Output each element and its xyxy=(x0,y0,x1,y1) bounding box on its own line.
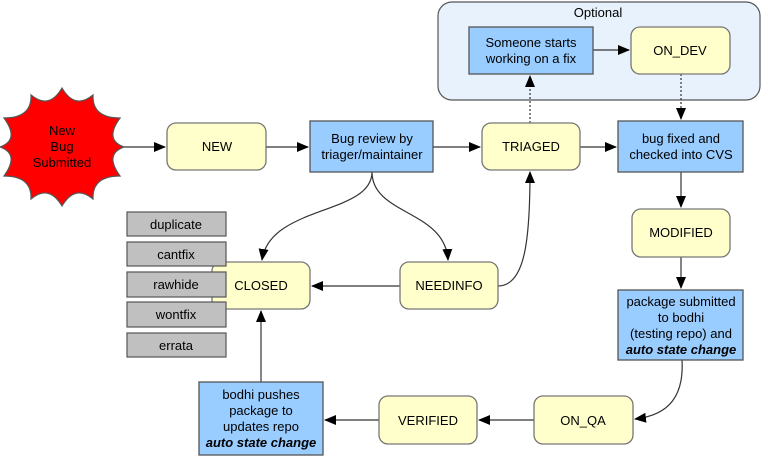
svg-text:New: New xyxy=(49,123,76,138)
svg-text:duplicate: duplicate xyxy=(150,217,202,232)
svg-text:working on a fix: working on a fix xyxy=(485,51,577,66)
svg-text:Bug review by: Bug review by xyxy=(331,131,413,146)
edges xyxy=(124,45,686,425)
state-modified[interactable]: MODIFIED xyxy=(631,208,731,258)
svg-text:to bodhi: to bodhi xyxy=(658,310,704,325)
svg-text:wontfix: wontfix xyxy=(155,307,197,322)
svg-text:triager/maintainer: triager/maintainer xyxy=(321,147,423,162)
svg-text:auto state change: auto state change xyxy=(206,435,317,450)
state-triaged[interactable]: TRIAGED xyxy=(481,122,581,171)
svg-text:rawhide: rawhide xyxy=(153,277,199,292)
svg-text:bodhi pushes: bodhi pushes xyxy=(222,387,300,402)
svg-text:bug fixed and: bug fixed and xyxy=(642,131,720,146)
start-new-bug: New Bug Submitted xyxy=(0,86,126,208)
svg-text:Submitted: Submitted xyxy=(33,155,92,170)
state-needinfo[interactable]: NEEDINFO xyxy=(399,261,499,310)
svg-text:NEEDINFO: NEEDINFO xyxy=(415,278,482,293)
svg-text:errata: errata xyxy=(159,338,194,353)
resolution-rawhide: rawhide xyxy=(126,271,227,298)
optional-label: Optional xyxy=(574,5,623,20)
svg-text:checked into CVS: checked into CVS xyxy=(629,147,733,162)
svg-text:package submitted: package submitted xyxy=(626,294,735,309)
state-verified[interactable]: VERIFIED xyxy=(378,395,478,445)
svg-text:NEW: NEW xyxy=(202,139,233,154)
svg-text:Bug: Bug xyxy=(50,139,73,154)
svg-text:ON_DEV: ON_DEV xyxy=(653,43,707,58)
state-on-dev[interactable]: ON_DEV xyxy=(630,26,731,75)
svg-text:CLOSED: CLOSED xyxy=(234,278,287,293)
svg-text:auto state change: auto state change xyxy=(626,342,737,357)
svg-text:cantfix: cantfix xyxy=(157,247,195,262)
resolution-errata: errata xyxy=(126,332,227,358)
svg-text:Someone starts: Someone starts xyxy=(485,35,577,50)
resolution-duplicate: duplicate xyxy=(126,211,227,237)
svg-text:package to: package to xyxy=(229,403,293,418)
resolution-list: duplicate cantfix rawhide wontfix errata xyxy=(126,211,227,358)
state-on-qa[interactable]: ON_QA xyxy=(533,395,634,445)
svg-text:TRIAGED: TRIAGED xyxy=(502,139,560,154)
state-new[interactable]: NEW xyxy=(166,122,267,171)
svg-text:VERIFIED: VERIFIED xyxy=(398,413,458,428)
svg-text:(testing repo) and: (testing repo) and xyxy=(630,326,732,341)
svg-text:MODIFIED: MODIFIED xyxy=(649,225,713,240)
state-closed[interactable]: CLOSED xyxy=(211,261,311,310)
svg-text:updates repo: updates repo xyxy=(223,419,299,434)
resolution-wontfix: wontfix xyxy=(126,301,227,328)
resolution-cantfix: cantfix xyxy=(126,241,227,267)
svg-text:ON_QA: ON_QA xyxy=(560,413,606,428)
